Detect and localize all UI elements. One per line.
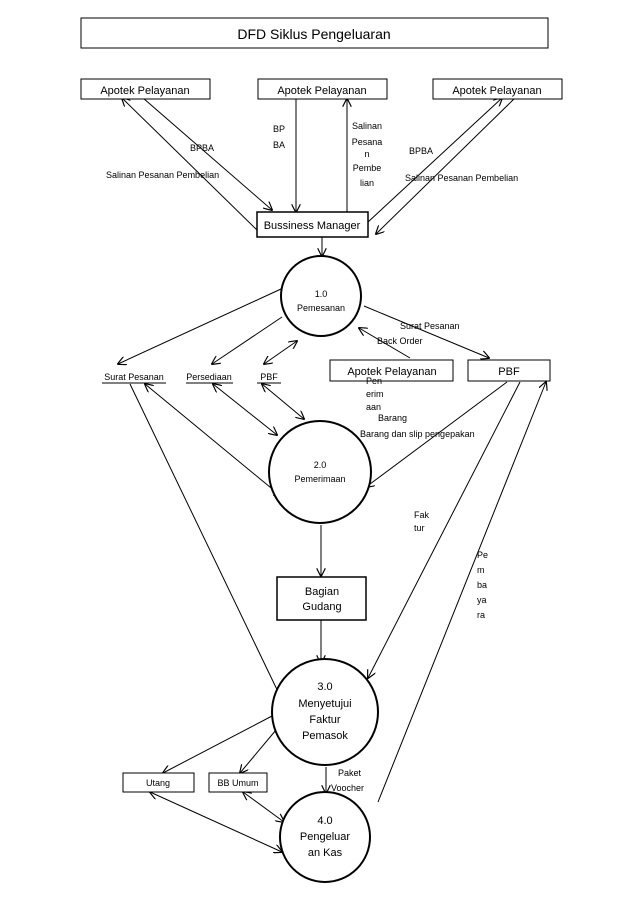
entity-bagian-gudang: Bagian Gudang	[276, 576, 367, 621]
entity-pbf: PBF	[467, 359, 551, 382]
label-surat-pesanan: Surat Pesanan	[400, 321, 460, 331]
svg-text:Pemasok: Pemasok	[302, 730, 348, 742]
flow-pembayaran	[377, 382, 546, 803]
svg-text:2.0: 2.0	[314, 460, 327, 470]
flow-p1-pbf	[363, 305, 489, 358]
label-ba: BA	[273, 140, 285, 150]
label-pembayara-5: ra	[477, 610, 485, 620]
label-pembayara-2: m	[477, 565, 485, 575]
entity-apotek-mid: Apotek Pelayanan	[329, 359, 454, 382]
label-barang: Barang	[378, 413, 407, 423]
flow-utang-p4	[150, 792, 282, 852]
flow-salinan-left	[142, 97, 272, 210]
process-1-pemesanan: 1.0 Pemesanan	[280, 255, 362, 337]
svg-text:Menyetujui: Menyetujui	[298, 698, 351, 710]
flow-p1-persediaan	[212, 316, 283, 364]
svg-text:BB Umum: BB Umum	[217, 778, 258, 788]
flow-p1-surat-pesanan	[118, 288, 282, 364]
svg-text:Bussiness Manager: Bussiness Manager	[264, 220, 361, 232]
label-pembayara-4: ya	[477, 595, 487, 605]
label-salinan-center-4: Pembe	[353, 163, 382, 173]
flow-bpba-right	[367, 98, 502, 223]
label-paket: Paket	[338, 768, 362, 778]
process-3-menyetujui-faktur: 3.0 Menyetujui Faktur Pemasok	[271, 658, 379, 766]
entity-apotek-left: Apotek Pelayanan	[80, 78, 211, 100]
store-persediaan: Persediaan	[186, 372, 233, 384]
flow-pbf-store-p2	[262, 384, 304, 419]
flow-surat-p2	[145, 384, 282, 497]
svg-text:PBF: PBF	[498, 366, 520, 378]
label-penerimaan-2: erim	[366, 389, 384, 399]
label-salinan-center-2: Pesana	[352, 137, 383, 147]
label-bpba-right: BPBA	[409, 146, 433, 156]
flow-p3-bbumum	[240, 729, 277, 773]
label-salinan-center-1: Salinan	[352, 121, 382, 131]
svg-text:Pengeluar: Pengeluar	[300, 831, 350, 843]
label-pembayara-1: Pe	[477, 550, 488, 560]
svg-text:3.0: 3.0	[317, 681, 332, 693]
label-voocher: Voocher	[331, 783, 364, 793]
svg-text:an Kas: an Kas	[308, 847, 343, 859]
flow-p3-utang	[163, 715, 273, 773]
process-2-pemerimaan: 2.0 Pemerimaan	[268, 420, 372, 524]
entity-apotek-center: Apotek Pelayanan	[257, 78, 388, 100]
svg-text:Surat Pesanan: Surat Pesanan	[104, 372, 164, 382]
flow-p1-pbf-store	[264, 341, 297, 364]
title-box	[80, 17, 549, 49]
svg-text:Bagian: Bagian	[305, 586, 339, 598]
svg-text:Gudang: Gudang	[302, 601, 341, 613]
flow-back-order	[359, 328, 411, 359]
svg-text:Pemerimaan: Pemerimaan	[294, 474, 345, 484]
store-bb-umum: BB Umum	[208, 772, 268, 793]
label-back-order: Back Order	[377, 336, 423, 346]
flow-bpba-left	[122, 98, 258, 231]
flow-salinan-right	[376, 97, 516, 234]
svg-text:Apotek Pelayanan: Apotek Pelayanan	[452, 85, 541, 97]
process-4-pengeluaran-kas: 4.0 Pengeluar an Kas	[279, 791, 371, 883]
label-faktur-2: tur	[414, 523, 425, 533]
svg-text:4.0: 4.0	[317, 815, 332, 827]
label-faktur-1: Fak	[414, 510, 430, 520]
store-utang: Utang	[122, 772, 195, 793]
flow-bbumum-p4	[243, 792, 284, 822]
label-penerimaan-1: Pen	[366, 376, 382, 386]
label-pembayara-3: ba	[477, 580, 487, 590]
label-bpba-left: BPBA	[190, 143, 214, 153]
store-surat-pesanan: Surat Pesanan	[102, 372, 166, 384]
flow-pbf-p2	[366, 381, 508, 487]
svg-text:Apotek Pelayanan: Apotek Pelayanan	[100, 85, 189, 97]
flow-faktur	[368, 381, 521, 678]
svg-text:Faktur: Faktur	[309, 714, 341, 726]
flow-surat-p3	[129, 383, 282, 700]
entity-apotek-right: Apotek Pelayanan	[432, 78, 563, 100]
label-salinan-right: Salinan Pesanan Pembelian	[405, 173, 518, 183]
diagram-title: DFD Siklus Pengeluaran	[237, 26, 390, 42]
label-salinan-center-3: n	[364, 149, 369, 159]
svg-text:Persediaan: Persediaan	[186, 372, 232, 382]
svg-text:PBF: PBF	[260, 372, 278, 382]
store-pbf: PBF	[257, 372, 281, 384]
svg-text:Apotek Pelayanan: Apotek Pelayanan	[277, 85, 366, 97]
label-salinan-left: Salinan Pesanan Pembelian	[106, 170, 219, 180]
svg-text:Apotek Pelayanan: Apotek Pelayanan	[347, 366, 436, 378]
svg-text:Pemesanan: Pemesanan	[297, 303, 345, 313]
label-bp: BP	[273, 124, 285, 134]
label-penerimaan-3: aan	[366, 402, 381, 412]
svg-text:Utang: Utang	[146, 778, 170, 788]
flow-persediaan-p2	[213, 384, 277, 435]
entity-bussiness-manager: Bussiness Manager	[256, 211, 369, 238]
label-salinan-center-5: lian	[360, 178, 374, 188]
svg-text:1.0: 1.0	[315, 289, 328, 299]
label-barang-slip: Barang dan slip pengepakan	[360, 429, 475, 439]
